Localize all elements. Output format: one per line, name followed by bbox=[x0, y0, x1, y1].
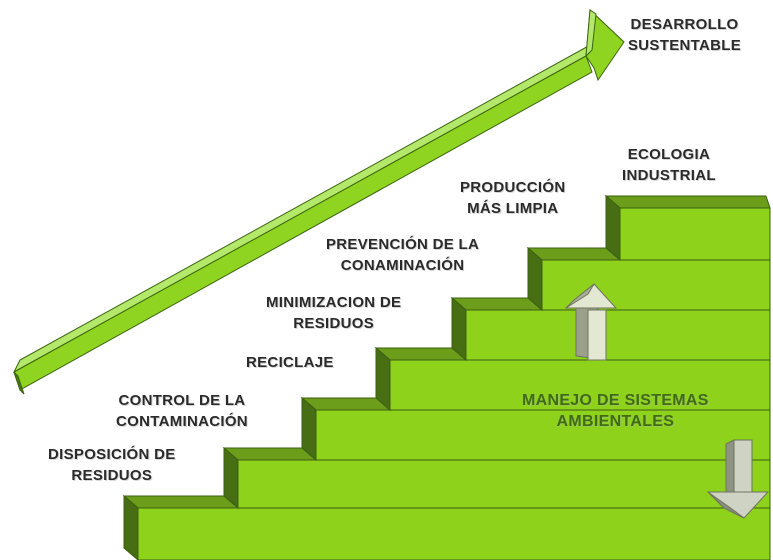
step-front-1 bbox=[237, 459, 771, 509]
step-side-6 bbox=[605, 194, 621, 262]
step-side-3 bbox=[375, 346, 391, 412]
arrow-side-face bbox=[13, 371, 25, 395]
step-side-4 bbox=[451, 296, 467, 362]
step-side-0 bbox=[123, 494, 139, 560]
arrow-head-top bbox=[585, 9, 597, 58]
down-arrow-body bbox=[733, 439, 753, 495]
up-arrow-body bbox=[587, 309, 607, 361]
step-label-control: CONTROL DE LA CONTAMINACIÓN bbox=[116, 392, 248, 430]
down-arrow-head-shade bbox=[707, 491, 745, 519]
diagonal-arrow-icon bbox=[12, 8, 625, 395]
step-label-ecologia: ECOLOGIA INDUSTRIAL bbox=[622, 146, 716, 184]
step-side-5 bbox=[527, 246, 543, 312]
step-side-2 bbox=[301, 396, 317, 462]
step-front-4 bbox=[465, 309, 771, 361]
down-arrow-icon bbox=[706, 439, 770, 519]
step-label-reciclaje: RECICLAJE bbox=[246, 354, 334, 371]
step-top-6 bbox=[604, 195, 771, 209]
step-label-prevencion: PREVENCIÓN DE LA CONAMINACIÓN bbox=[326, 236, 480, 274]
step-front-0 bbox=[137, 507, 771, 560]
goal-label: DESARROLLO SUSTENTABLE bbox=[628, 16, 742, 54]
down-arrow-side bbox=[725, 439, 735, 495]
step-label-produccion: PRODUCCIÓN MÁS LIMPIA bbox=[460, 179, 566, 217]
step-label-minimizacion: MINIMIZACION DE RESIDUOS bbox=[266, 294, 402, 332]
step-front-6 bbox=[619, 207, 771, 261]
step-label-disposicion: DISPOSICIÓN DE RESIDUOS bbox=[48, 446, 176, 484]
center-label: MANEJO DE SISTEMAS AMBIENTALES bbox=[522, 392, 709, 430]
step-side-1 bbox=[223, 446, 239, 510]
up-arrow-head-shade bbox=[565, 283, 595, 309]
up-arrow-icon bbox=[564, 283, 618, 361]
